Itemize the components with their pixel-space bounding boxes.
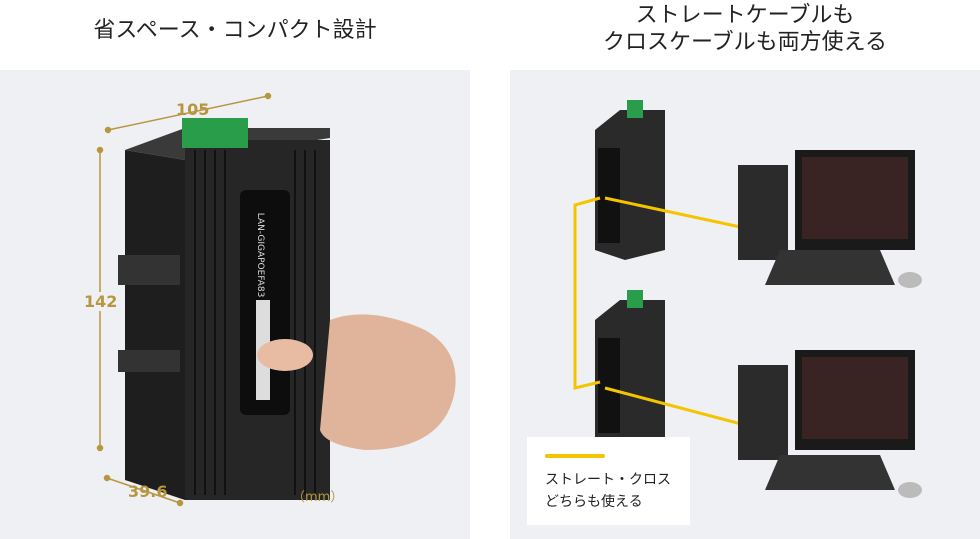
network-diagram	[573, 100, 922, 498]
pc-2	[738, 350, 922, 498]
right-title-line1: ストレートケーブルも	[635, 3, 855, 28]
legend-line2: どちらも使える	[545, 494, 643, 510]
depth-dimension: 39.6	[128, 482, 168, 501]
dimension-lines	[96, 92, 272, 507]
switch-device-photo	[118, 118, 456, 500]
left-title: 省スペース・コンパクト設計	[93, 18, 377, 43]
cable-legend: ストレート・クロス どちらも使える	[527, 437, 690, 525]
width-dimension: 105	[176, 100, 210, 119]
product-label: LAN-GIGAPOEFA83	[255, 212, 265, 298]
legend-line1: ストレート・クロス	[545, 472, 671, 488]
right-title-line2: クロスケーブルも両方使える	[602, 30, 888, 55]
cable-legend-swatch	[545, 454, 605, 458]
height-dimension: 142	[84, 292, 118, 311]
unit-label: （mm）	[292, 490, 344, 505]
pc-1	[738, 150, 922, 288]
right-title: ストレートケーブルも クロスケーブルも両方使える	[510, 2, 980, 56]
